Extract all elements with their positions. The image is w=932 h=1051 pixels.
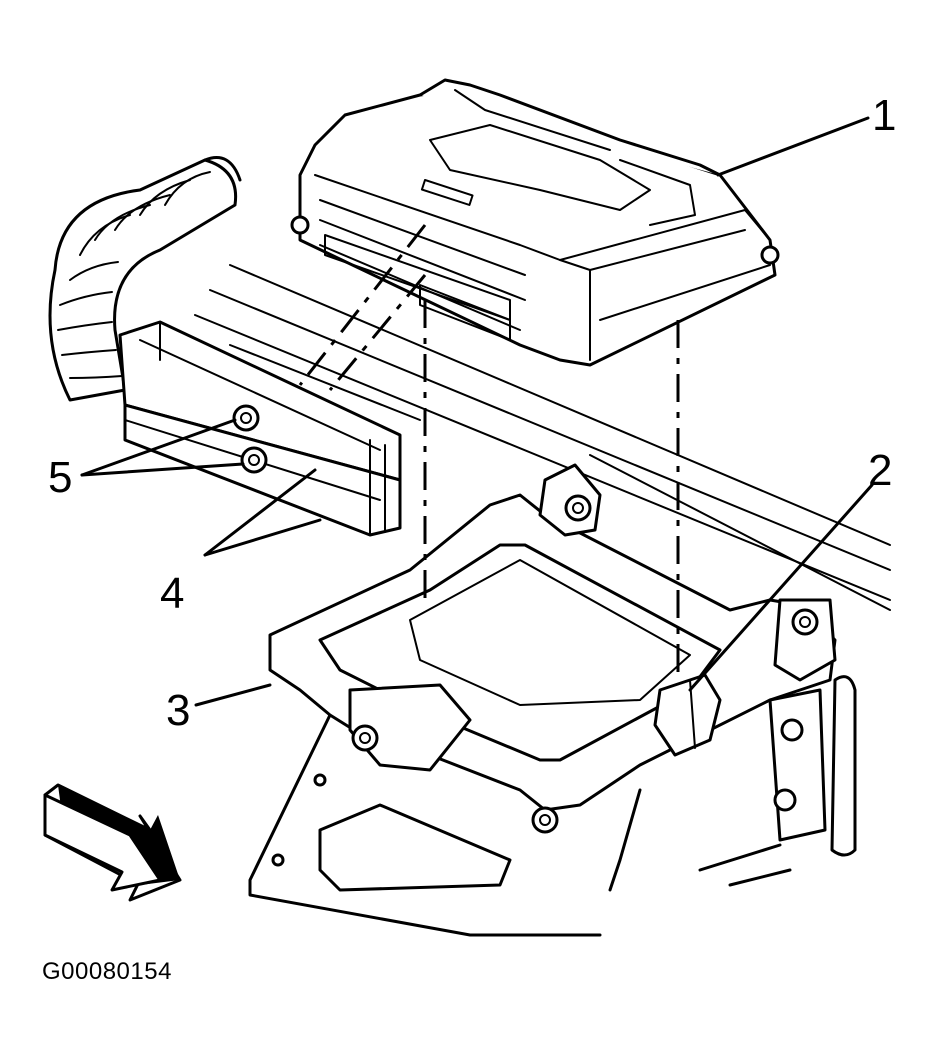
callout-leaders [80,116,874,707]
harness-connectors [118,320,402,537]
figure-id: G00080154 [42,958,172,985]
engine-control-module [290,78,780,367]
alignment-lines [298,224,680,672]
callout-3: 3 [166,686,190,735]
callout-2: 2 [868,446,892,495]
front-arrow-icon [43,783,182,902]
callout-1: 1 [872,91,896,140]
vehicle-body-panel [179,264,891,937]
callout-5: 5 [48,453,72,502]
connector-bolts [232,404,268,474]
wiring-harness [48,156,242,402]
callout-4: 4 [160,569,184,618]
